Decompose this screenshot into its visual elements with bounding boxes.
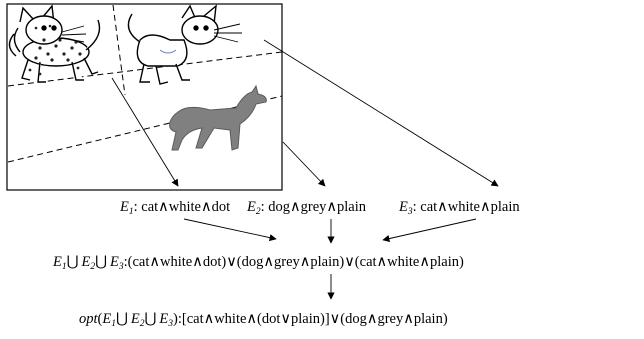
partition-line-upper	[7, 51, 283, 87]
arrow-e1-to-union	[183, 218, 277, 242]
arrow-region2-to-e2	[282, 141, 326, 187]
event-e1-name: E	[119, 199, 129, 215]
arrow-region3-to-e3	[263, 39, 499, 187]
opt-cup-2: ⋃	[145, 311, 157, 327]
opt-e2: E	[130, 311, 140, 327]
arrow-e3-to-union	[382, 218, 477, 243]
cat-dotted-icon	[8, 4, 101, 83]
union-e3: E	[109, 254, 119, 270]
cat-spots	[28, 24, 82, 76]
union-expression: E1⋃E2⋃E3:(cat∧white∧dot)∨(dog∧grey∧plain…	[52, 254, 464, 272]
opt-open-paren: (	[98, 311, 103, 327]
dog-grey-icon	[169, 84, 267, 151]
event-e2: E2: dog∧grey∧plain	[246, 199, 367, 217]
event-e3-index: 3	[407, 207, 413, 217]
union-e2: E	[81, 254, 91, 270]
event-e1: E1: cat∧white∧dot	[119, 199, 230, 217]
opt-i3: 3	[167, 319, 173, 329]
opt-i1: 1	[111, 319, 116, 329]
union-cup-1: ⋃	[67, 254, 79, 270]
cat-whiskers	[61, 25, 87, 43]
opt-formula: ):[cat∧white∧(dot∨plain)]∨(dog∧grey∧plai…	[173, 311, 448, 327]
opt-cup-1: ⋃	[116, 311, 128, 327]
arrows-events-to-union	[183, 218, 477, 244]
event-e2-index: 2	[256, 207, 261, 217]
union-formula: :(cat∧white∧dot)∨(dog∧grey∧plain)∨(cat∧w…	[124, 254, 464, 270]
union-cup-2: ⋃	[95, 254, 107, 270]
event-e1-index: 1	[129, 207, 134, 217]
opt-e3: E	[158, 311, 168, 327]
union-e1: E	[52, 254, 62, 270]
event-e2-name: E	[246, 199, 256, 215]
union-i1: 1	[62, 262, 67, 272]
union-i3: 3	[118, 262, 124, 272]
event-e1-formula: : cat∧white∧dot	[134, 199, 231, 215]
cat-white-icon	[127, 4, 242, 85]
arrow-region1-to-e1	[111, 77, 179, 187]
union-i2: 2	[90, 262, 95, 272]
event-e3-name: E	[398, 199, 408, 215]
event-e3: E3: cat∧white∧plain	[398, 199, 520, 217]
opt-i2: 2	[140, 319, 145, 329]
optimized-expression: opt(E1⋃E2⋃E3):[cat∧white∧(dot∨plain)]∨(d…	[79, 311, 448, 329]
opt-e1: E	[101, 311, 111, 327]
cat-white-whiskers	[213, 23, 242, 43]
event-e2-formula: : dog∧grey∧plain	[261, 199, 367, 215]
event-e3-formula: : cat∧white∧plain	[413, 199, 521, 215]
opt-function: opt	[79, 311, 99, 327]
arrows-regions-to-events	[111, 39, 499, 187]
partition-line-vertical	[112, 4, 126, 96]
